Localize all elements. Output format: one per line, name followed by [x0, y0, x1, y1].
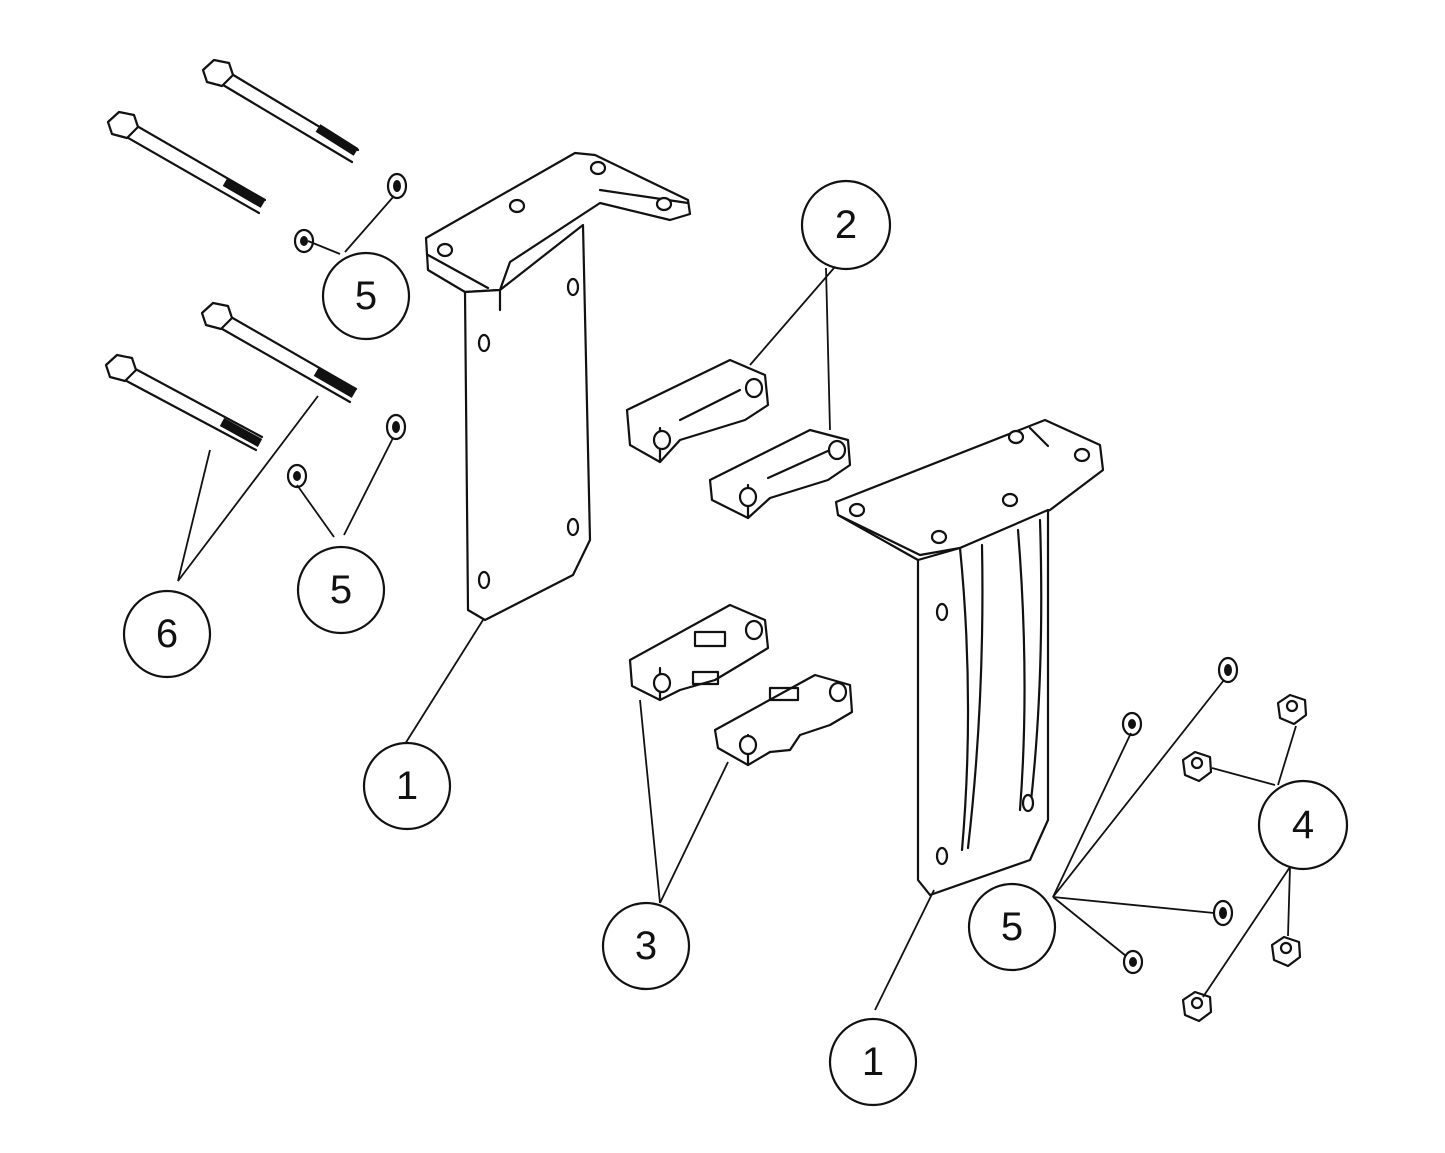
callout-4: 4	[1257, 779, 1349, 871]
callout-5-top: 5	[321, 251, 411, 341]
spacer-block-upper	[625, 358, 770, 464]
bolt-mid-1	[200, 301, 358, 404]
bracket-left	[424, 151, 692, 622]
callout-3: 3	[601, 901, 691, 991]
callout-5-top-label: 5	[355, 274, 377, 318]
callout-1-left-label: 1	[396, 764, 418, 808]
callout-6-label: 6	[156, 612, 178, 656]
clamp-block-lower	[713, 673, 854, 767]
callout-3-label: 3	[635, 924, 657, 968]
bracket-right	[834, 418, 1105, 897]
bolt-top-2	[106, 110, 267, 215]
callout-6: 6	[122, 589, 212, 679]
callout-2: 2	[800, 179, 892, 271]
spacer-block-lower	[708, 428, 852, 520]
callout-1-right-label: 1	[862, 1040, 884, 1084]
clamp-block-upper	[628, 603, 770, 702]
leader-lines	[177, 195, 1297, 1011]
bolt-top-1	[201, 58, 360, 164]
callout-4-label: 4	[1292, 803, 1314, 847]
nuts	[1181, 693, 1308, 1023]
callout-5-right-label: 5	[1001, 905, 1023, 949]
callout-5-right: 5	[967, 882, 1057, 972]
bolt-mid-2	[104, 353, 264, 452]
callout-1-right: 1	[828, 1017, 918, 1107]
callout-5-middle: 5	[296, 545, 386, 635]
callout-1-left: 1	[362, 741, 452, 831]
callout-5-middle-label: 5	[330, 568, 352, 612]
callout-2-label: 2	[835, 203, 857, 247]
washers	[286, 172, 1239, 975]
